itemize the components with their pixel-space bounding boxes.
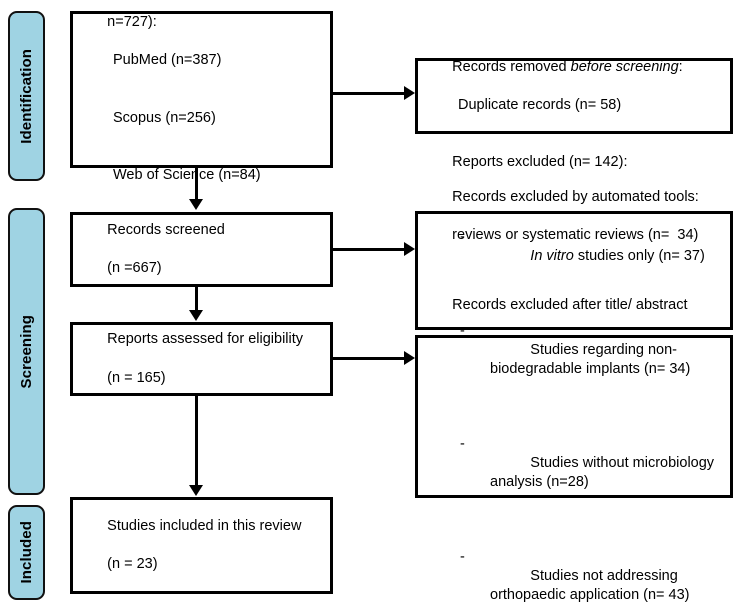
- records-removed-line1-pre: Records removed: [452, 58, 571, 75]
- studies-included-line1: Studies included in this review: [107, 517, 302, 534]
- arrow-right-icon: [404, 242, 415, 256]
- list-item: - Studies not addressing orthopaedic appl…: [428, 548, 720, 605]
- records-removed-text: Records removed before screening: Duplic…: [418, 39, 730, 154]
- reports-excluded-item-1-text: Studies regarding non-biodegradable impl…: [490, 342, 691, 377]
- list-item: - Studies regarding non-biodegradable imp…: [428, 322, 720, 397]
- box-records-excluded: Records excluded by automated tools: rev…: [415, 189, 733, 351]
- arrow-down-icon: [189, 199, 203, 210]
- arrow-right-icon: [404, 351, 415, 365]
- records-removed-line1-post: :: [678, 58, 683, 75]
- records-identified-text: Records identified from (total n=727): P…: [73, 0, 330, 223]
- reports-excluded-item-0-italic: In vitro: [530, 247, 574, 264]
- records-screened-line2: (n =667): [107, 260, 162, 277]
- connector-identified-to-removed: [333, 92, 405, 95]
- box-studies-included: Studies included in this review (n = 23): [70, 497, 333, 594]
- reports-assessed-text: Reports assessed for eligibility (n = 16…: [73, 311, 330, 407]
- reports-excluded-heading: Reports excluded (n= 142):: [452, 153, 628, 170]
- records-identified-source-wos: Web of Science (n=84): [113, 167, 261, 183]
- list-item: - In vitro studies only (n= 37): [428, 228, 720, 285]
- phase-label-included: Included: [18, 521, 35, 584]
- box-records-identified: Records identified from (total n=727): P…: [70, 11, 333, 183]
- records-removed-line2: Duplicate records (n= 58): [458, 97, 622, 113]
- connector-screened-to-assessed: [195, 287, 198, 312]
- connector-assessed-to-included: [195, 396, 198, 486]
- phase-bar-included: Included: [8, 505, 45, 600]
- reports-excluded-item-3-text: Studies not addressing orthopaedic appli…: [490, 568, 690, 604]
- box-records-screened: Records screened (n =667): [70, 212, 333, 287]
- box-reports-assessed: Reports assessed for eligibility (n = 16…: [70, 322, 333, 396]
- records-excluded-line2: reviews or systematic reviews (n= 34): [452, 227, 699, 244]
- records-identified-source-pubmed: PubMed (n=387): [113, 52, 222, 69]
- list-item: - Studies without microbiology analysis (…: [428, 435, 720, 510]
- connector-identified-to-screened: [195, 168, 198, 201]
- bullet-dash-icon: -: [460, 549, 465, 566]
- records-excluded-line3: Records excluded after title/ abstract: [452, 296, 688, 313]
- reports-excluded-text: Reports excluded (n= 142): - In vitro stu…: [418, 134, 730, 605]
- connector-assessed-to-excluded: [333, 357, 405, 360]
- arrow-down-icon: [189, 310, 203, 321]
- phase-label-screening: Screening: [18, 314, 35, 389]
- bullet-dash-icon: -: [460, 436, 465, 453]
- studies-included-line2: (n = 23): [107, 556, 158, 573]
- reports-excluded-list: - In vitro studies only (n= 37) - Studies …: [428, 190, 720, 605]
- arrow-right-icon: [404, 86, 415, 100]
- reports-assessed-line2: (n = 165): [107, 369, 166, 386]
- studies-included-text: Studies included in this review (n = 23): [73, 498, 330, 594]
- bullet-dash-icon: -: [460, 323, 465, 340]
- phase-label-identification: Identification: [18, 48, 35, 144]
- records-screened-text: Records screened (n =667): [73, 202, 330, 298]
- reports-excluded-item-0-text: studies only (n= 37): [573, 247, 705, 264]
- box-reports-excluded: Reports excluded (n= 142): - In vitro stu…: [415, 154, 733, 603]
- box-records-removed: Records removed before screening: Duplic…: [415, 58, 733, 134]
- records-excluded-line1: Records excluded by automated tools:: [452, 189, 699, 205]
- reports-assessed-line1: Reports assessed for eligibility: [107, 331, 304, 348]
- bullet-dash-icon: -: [460, 229, 465, 246]
- reports-excluded-item-2-text: Studies without microbiology analysis (n…: [490, 455, 719, 491]
- records-screened-line1: Records screened: [107, 221, 225, 238]
- records-identified-line2: n=727):: [107, 14, 157, 30]
- connector-screened-to-excluded: [333, 248, 405, 251]
- records-removed-line1-italic: before screening: [570, 58, 679, 75]
- phase-bar-screening: Screening: [8, 208, 45, 495]
- records-identified-source-scopus: Scopus (n=256): [113, 109, 216, 126]
- arrow-down-icon: [189, 485, 203, 496]
- phase-bar-identification: Identification: [8, 11, 45, 181]
